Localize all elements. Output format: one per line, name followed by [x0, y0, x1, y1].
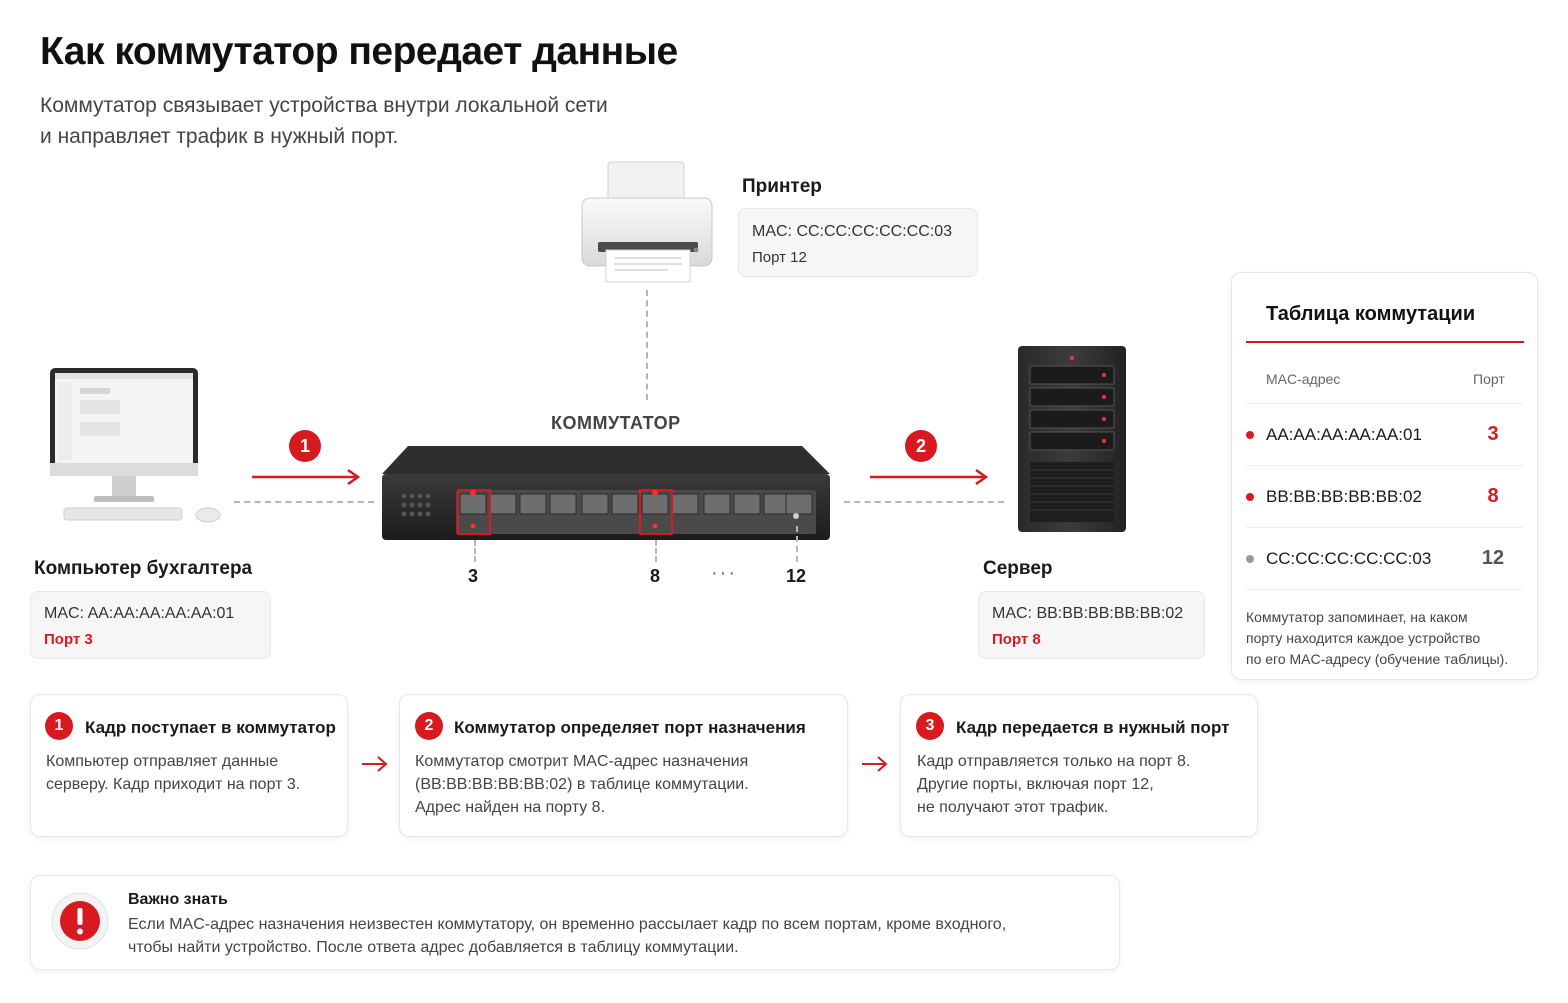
port-label-3: 3: [468, 566, 479, 586]
status-dot: [1246, 492, 1254, 501]
table-row-mac: AA:AA:AA:AA:AA:01: [1266, 424, 1422, 444]
table-row-port: 8: [1487, 485, 1499, 507]
table-note-line: Коммутатор запоминает, на каком: [1246, 609, 1468, 625]
port-3-link: [474, 540, 476, 562]
step-badge-1: 1: [45, 712, 73, 740]
table-row: AA:AA:AA:AA:AA:01 3: [1246, 404, 1523, 466]
arrow-right-icon: [860, 752, 890, 783]
table-row-mac: CC:CC:CC:CC:CC:03: [1266, 548, 1432, 568]
exclamation-icon: [51, 892, 109, 950]
table-note: Коммутатор запоминает, на каком порту на…: [1246, 607, 1508, 670]
page-subtitle: Коммутатор связывает устройства внутри л…: [40, 90, 760, 152]
step-line: не получают этот трафик.: [917, 799, 1109, 816]
switch-label: КОММУТАТОР: [551, 413, 681, 433]
server-label: Сервер: [983, 558, 1053, 579]
server-link: [844, 501, 1004, 503]
header-divider: [1246, 403, 1523, 404]
arrow-right-icon: [360, 752, 390, 783]
switching-table-card: Таблица коммутации MAC-адрес Порт AA:AA:…: [1231, 272, 1538, 680]
printer-mac: MAC: CC:CC:CC:CC:CC:03: [752, 223, 953, 240]
switching-table-title: Таблица коммутации: [1266, 303, 1476, 325]
notice-text: Если MAC-адрес назначения неизвестен ком…: [128, 913, 1006, 959]
subtitle-line-1: Коммутатор связывает устройства внутри л…: [40, 94, 608, 117]
printer-link: [646, 290, 648, 400]
table-row: CC:CC:CC:CC:CC:03 12: [1246, 528, 1523, 590]
step-card-2: 2 Коммутатор определяет порт назначения …: [399, 694, 848, 837]
server-port: Порт 8: [992, 631, 1041, 648]
printer-label: Принтер: [742, 176, 822, 197]
computer-icon: [46, 366, 226, 526]
step-title-1: Кадр поступает в коммутатор: [85, 718, 336, 737]
status-dot: [1246, 430, 1254, 439]
flow-badge-2: 2: [905, 430, 937, 462]
step-badge-3: 3: [916, 712, 944, 740]
computer-info: MAC: AA:AA:AA:AA:AA:01 Порт 3: [30, 591, 271, 659]
notice-title: Важно знать: [128, 891, 228, 908]
notice-line: чтобы найти устройство. После ответа адр…: [128, 939, 739, 956]
printer-info: MAC: CC:CC:CC:CC:CC:03 Порт 12: [738, 208, 978, 277]
status-dot: [1246, 554, 1254, 563]
step-title-3: Кадр передается в нужный порт: [956, 718, 1230, 737]
step-line: Другие порты, включая порт 12,: [917, 776, 1154, 793]
step-line: Компьютер отправляет данные: [46, 753, 279, 770]
server-info: MAC: BB:BB:BB:BB:BB:02 Порт 8: [978, 591, 1205, 659]
step-line: Коммутатор смотрит MAC-адрес назначения: [415, 753, 749, 770]
flow-badge-1: 1: [289, 430, 321, 462]
computer-label: Компьютер бухгалтера: [34, 558, 253, 579]
step-badge-2: 2: [415, 712, 443, 740]
computer-port: Порт 3: [44, 631, 93, 648]
printer-icon: [578, 160, 718, 285]
step-text-3: Кадр отправляется только на порт 8. Друг…: [917, 750, 1190, 819]
arrow-right-icon: [252, 467, 364, 492]
port-label-8: 8: [650, 566, 661, 586]
step-line: Адрес найден на порту 8.: [415, 799, 606, 816]
table-row: BB:BB:BB:BB:BB:02 8: [1246, 466, 1523, 528]
table-note-line: порту находится каждое устройство: [1246, 630, 1481, 646]
arrow-right-icon: [870, 467, 992, 492]
page-title: Как коммутатор передает данные: [40, 30, 678, 73]
step-line: (BB:BB:BB:BB:BB:02) в таблице коммутации…: [415, 776, 749, 793]
computer-mac: MAC: AA:AA:AA:AA:AA:01: [44, 605, 235, 622]
table-note-line: по его MAC-адресу (обучение таблицы).: [1246, 651, 1509, 667]
column-header-mac: MAC-адрес: [1266, 371, 1341, 387]
step-card-3: 3 Кадр передается в нужный порт Кадр отп…: [900, 694, 1258, 837]
switch-icon: [380, 444, 832, 544]
table-title-underline: [1246, 341, 1524, 343]
printer-port: Порт 12: [752, 249, 807, 266]
table-row-port: 3: [1487, 423, 1499, 445]
ports-ellipsis: ···: [711, 562, 737, 584]
port-12-link: [796, 526, 798, 562]
port-8-link: [655, 540, 657, 562]
step-line: серверу. Кадр приходит на порт 3.: [46, 776, 301, 793]
table-row-port: 12: [1481, 547, 1505, 569]
step-card-1: 1 Кадр поступает в коммутатор Компьютер …: [30, 694, 348, 837]
server-mac: MAC: BB:BB:BB:BB:BB:02: [992, 605, 1184, 622]
step-text-2: Коммутатор смотрит MAC-адрес назначения …: [415, 750, 749, 819]
server-icon: [1016, 344, 1128, 534]
port-label-12: 12: [786, 566, 807, 586]
notice-card: Важно знать Если MAC-адрес назначения не…: [30, 875, 1120, 970]
subtitle-line-2: и направляет трафик в нужный порт.: [40, 125, 399, 148]
step-text-1: Компьютер отправляет данные серверу. Кад…: [46, 750, 300, 796]
step-title-2: Коммутатор определяет порт назначения: [454, 718, 806, 737]
column-header-port: Порт: [1473, 371, 1505, 387]
step-line: Кадр отправляется только на порт 8.: [917, 753, 1191, 770]
table-row-mac: BB:BB:BB:BB:BB:02: [1266, 486, 1422, 506]
notice-line: Если MAC-адрес назначения неизвестен ком…: [128, 916, 1007, 933]
computer-link: [234, 501, 374, 503]
